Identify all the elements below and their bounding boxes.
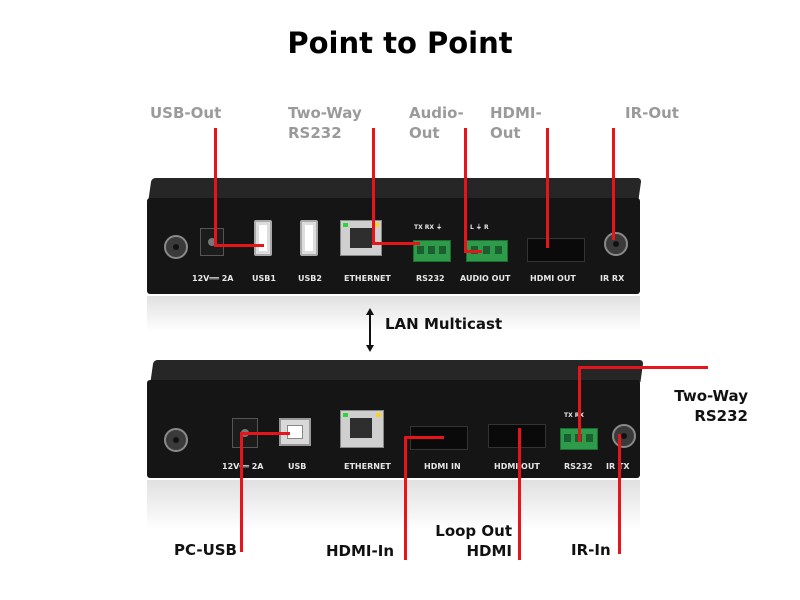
port-label-rs232: RS232: [416, 274, 445, 283]
label-ir-out: IR-Out: [625, 104, 679, 122]
label-ir-in: IR-In: [571, 541, 611, 559]
usb2-port: [300, 220, 318, 256]
callout-line-rs232-top: [372, 128, 375, 245]
callout-line-ir-out: [612, 128, 615, 240]
port-label-audio-out: AUDIO OUT: [460, 274, 511, 283]
port-label-ethernet: ETHERNET: [344, 274, 391, 283]
callout-line-audio-out-h: [464, 250, 482, 253]
ethernet-port: [340, 220, 382, 256]
label-two-way-rs232-bottom: Two-Way RS232: [674, 387, 748, 425]
double-arrow-icon: [364, 308, 376, 352]
label-pc-usb: PC-USB: [174, 541, 237, 559]
callout-line-rs232-bottom: [578, 366, 581, 442]
port-label-hdmi-in: HDMI IN: [424, 462, 461, 471]
ir-rx-jack: [604, 232, 628, 256]
callout-line-ir-in: [618, 434, 621, 554]
port-label-usb: USB: [288, 462, 307, 471]
label-hdmi-out: HDMI-Out: [490, 104, 542, 142]
port-label-ethernet: ETHERNET: [344, 462, 391, 471]
usb1-port: [254, 220, 272, 256]
label-audio-out: Audio-Out: [409, 104, 464, 142]
port-label-hdmi-out: HDMI OUT: [530, 274, 576, 283]
label-loop-out-hdmi: Loop Out HDMI: [435, 522, 512, 560]
port-label-hdmi-out: HDMI OUT: [494, 462, 540, 471]
label-hdmi-in: HDMI-In: [326, 542, 394, 560]
ground-screw-icon: [164, 428, 188, 452]
device-top-face: [150, 360, 644, 382]
device-reflection: [147, 296, 640, 332]
label-two-way-rs232-top: Two-Way RS232: [288, 104, 362, 142]
label-usb-out: USB-Out: [150, 104, 222, 122]
page-title: Point to Point: [287, 26, 513, 60]
callout-line-audio-out: [464, 128, 467, 253]
ethernet-port: [340, 410, 384, 448]
ir-tx-jack: [612, 424, 636, 448]
label-lan-multicast: LAN Multicast: [385, 315, 503, 333]
callout-line-hdmi-in-h: [404, 436, 444, 439]
callout-line-usb-out: [214, 128, 217, 247]
dc-power-jack: [200, 228, 224, 256]
callout-line-hdmi-in: [404, 436, 407, 560]
callout-line-pc-usb-h: [240, 432, 290, 435]
callout-line-pc-usb: [240, 432, 243, 552]
callout-line-loop-out: [518, 428, 521, 560]
port-label-ir-rx: IR RX: [600, 274, 625, 283]
audio-pin-labels: L ⏚ R: [470, 224, 489, 231]
device-rear-panel: [147, 380, 640, 478]
hdmi-out-port: [527, 238, 585, 262]
port-label-rs232: RS232: [564, 462, 593, 471]
callout-line-rs232-top-h: [372, 242, 420, 245]
port-label-usb2: USB2: [298, 274, 322, 283]
callout-line-hdmi-out: [546, 128, 549, 248]
device-top-face: [148, 178, 642, 200]
ground-screw-icon: [164, 235, 188, 259]
port-label-power: 12V══ 2A: [192, 274, 234, 283]
port-label-ir-tx: IR TX: [606, 462, 630, 471]
port-label-usb1: USB1: [252, 274, 276, 283]
rs232-pin-labels: TX RX: [564, 412, 585, 419]
callout-line-usb-out-h: [214, 244, 264, 247]
device-reflection: [147, 480, 640, 530]
hdmi-out-port: [488, 424, 546, 448]
rs232-terminal-block: [413, 240, 451, 262]
rs232-pin-labels: TX RX ⏚: [414, 224, 443, 231]
callout-line-rs232-bottom-h: [578, 366, 708, 369]
